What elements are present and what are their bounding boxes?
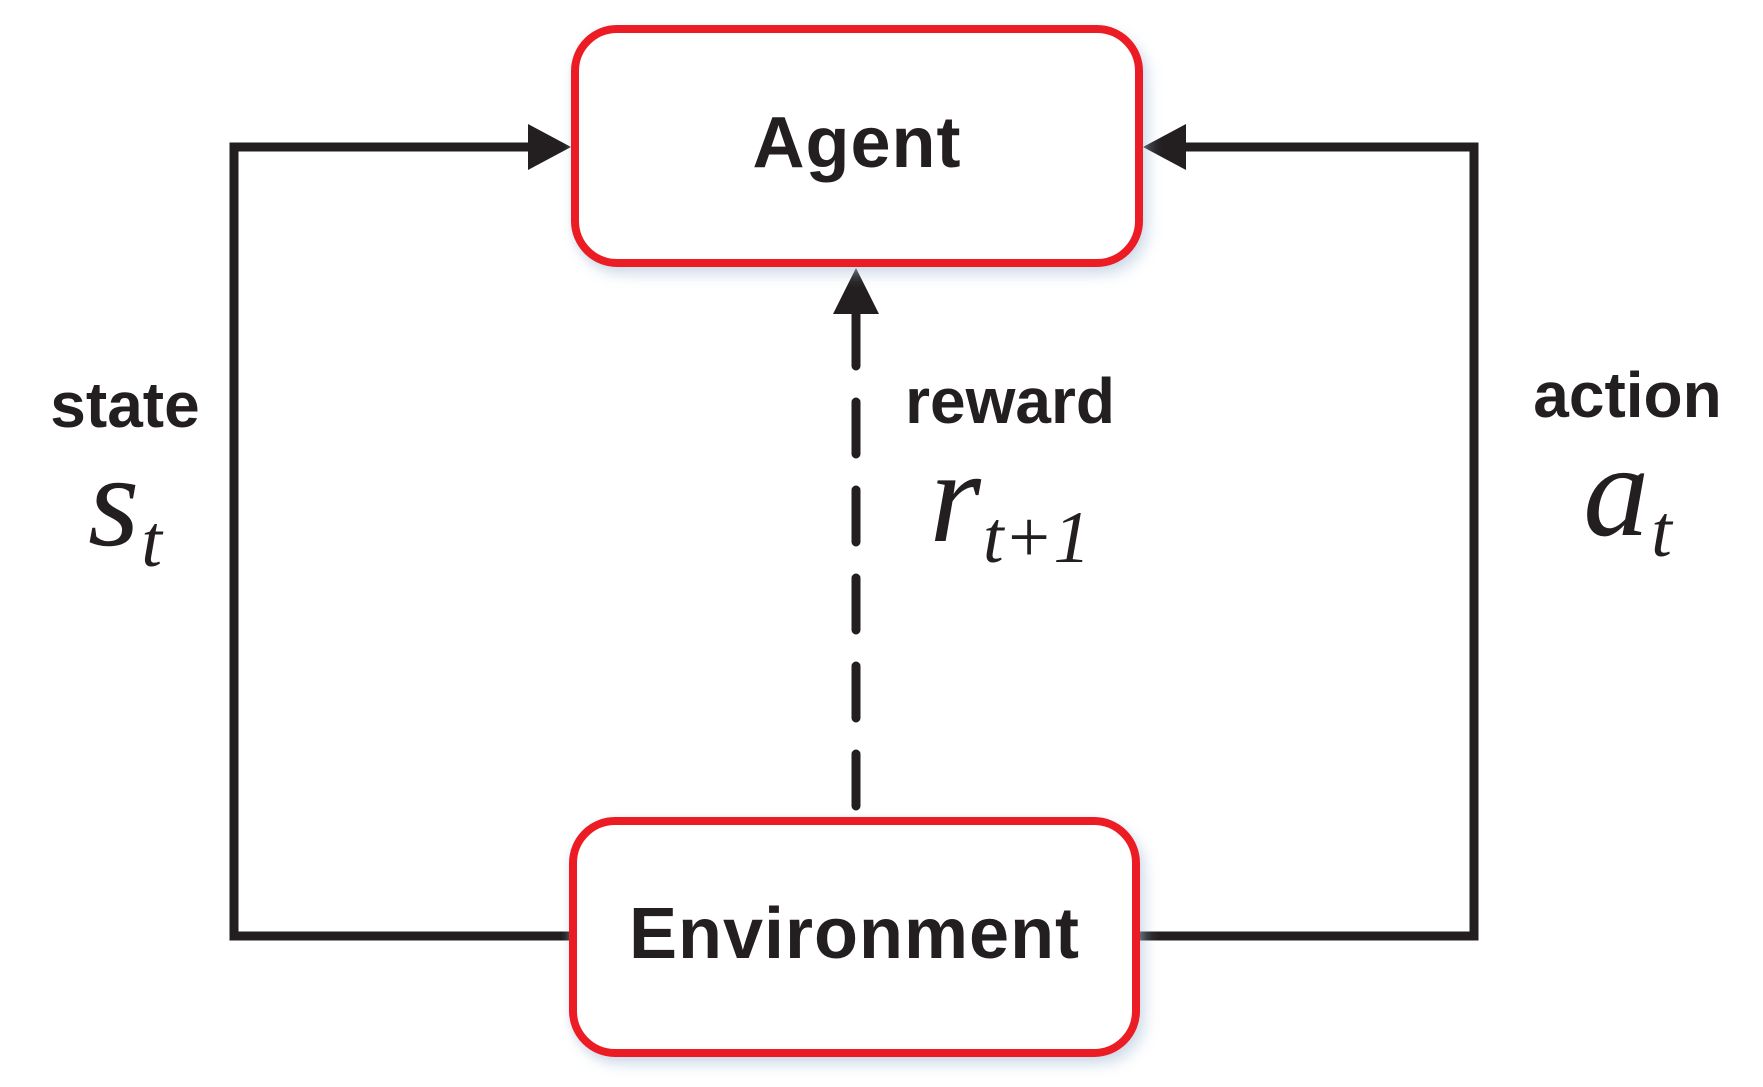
reward-arrowhead-icon [833,268,879,314]
action-symbol: at [1583,425,1672,569]
environment-node-label: Environment [628,894,1081,974]
reward-symbol: rt+1 [930,431,1091,575]
state-symbol-subscript: t [141,500,162,583]
state-connector-line [229,142,574,941]
state-symbol: st [88,435,162,579]
action-symbol-base: a [1583,417,1650,565]
agent-node-label: Agent [752,103,962,183]
action-label-text: action [1533,359,1722,431]
reward-edge-label: reward rt+1 [875,365,1145,575]
action-arrowhead-icon [1143,124,1186,170]
state-arrowhead-icon [528,124,571,170]
environment-node: Environment [569,817,1140,1057]
state-symbol-base: s [88,427,140,575]
state-edge-label: state st [9,369,241,579]
action-symbol-subscript: t [1651,490,1672,573]
action-edge-label: action at [1495,359,1760,569]
reward-symbol-subscript: t+1 [982,496,1091,579]
state-label-text: state [50,369,200,441]
agent-node: Agent [571,25,1143,267]
action-connector-line [1134,142,1479,941]
reward-symbol-base: r [929,423,981,571]
reward-label-text: reward [905,365,1115,437]
